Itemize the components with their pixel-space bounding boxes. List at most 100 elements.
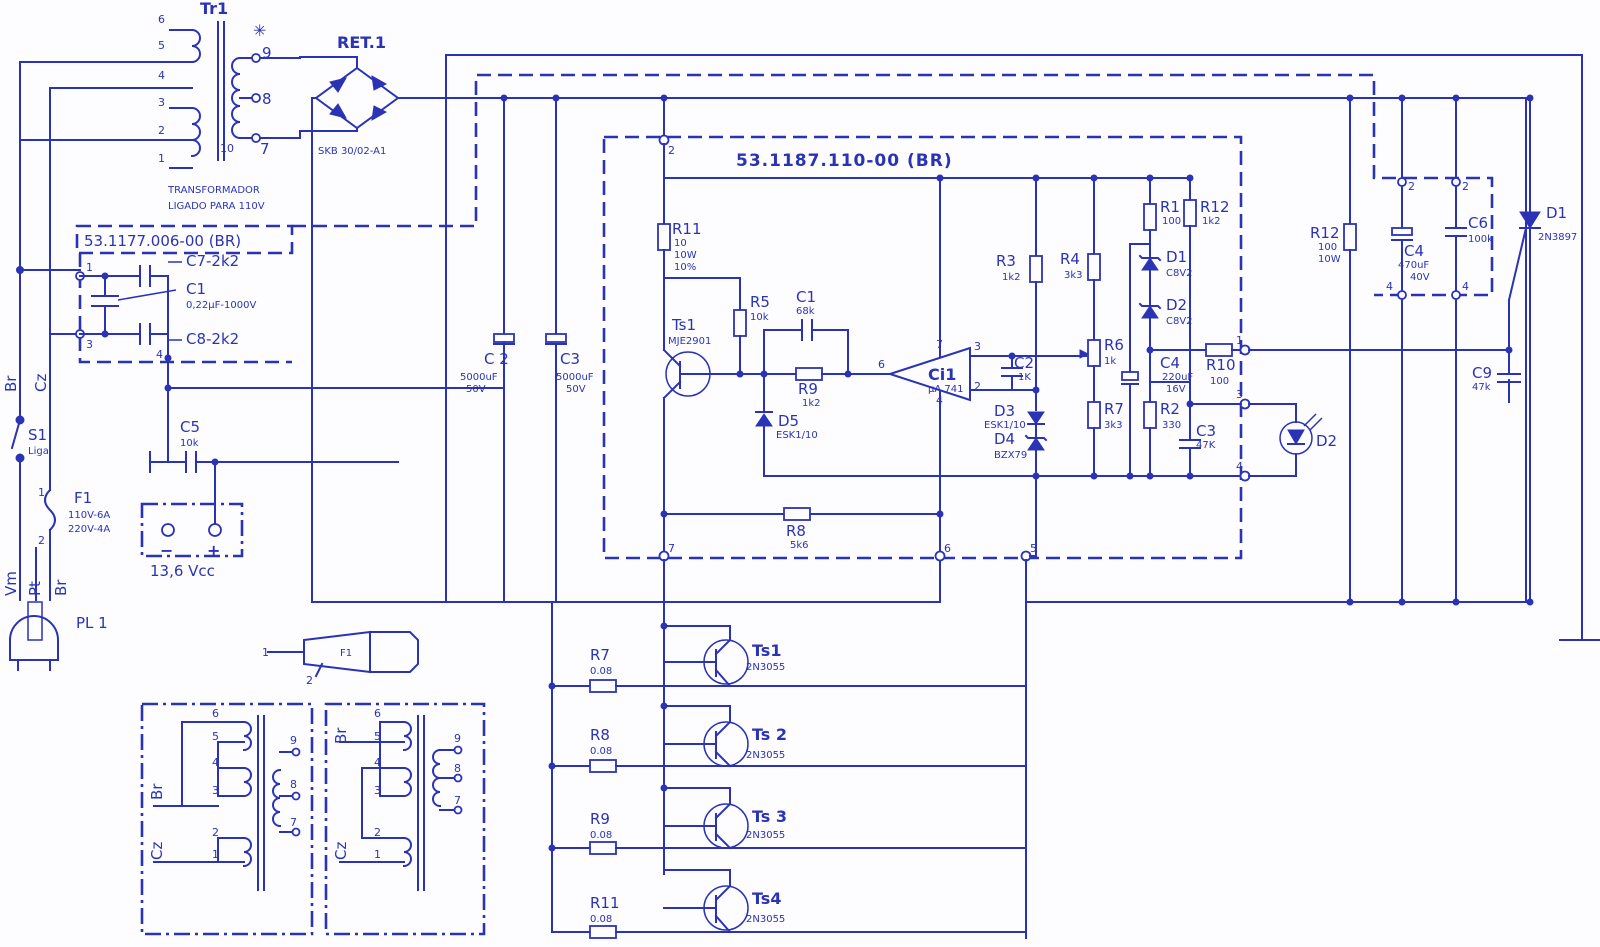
svg-text:3: 3 (158, 96, 165, 109)
svg-text:16V: 16V (1166, 384, 1186, 395)
svg-text:4: 4 (1236, 460, 1243, 473)
svg-text:1: 1 (86, 261, 93, 274)
svg-text:6: 6 (878, 358, 885, 371)
c5-value: 10k (180, 438, 199, 449)
svg-text:R8: R8 (590, 726, 610, 744)
svg-text:1: 1 (38, 486, 45, 499)
svg-text:ESK1/10: ESK1/10 (984, 420, 1026, 431)
output-terminals: C5 10k − + 13,6 Vcc (140, 387, 399, 580)
ci1-opamp (886, 346, 971, 402)
svg-text:1: 1 (158, 152, 165, 165)
svg-text:0.08: 0.08 (590, 830, 612, 841)
power-transistor-row: R7 0.08 Ts1 2N3055 (551, 638, 1027, 693)
svg-text:4: 4 (1386, 280, 1393, 293)
svg-text:C8V2: C8V2 (1166, 268, 1193, 279)
svg-text:−: − (160, 541, 173, 560)
svg-text:C 2: C 2 (484, 350, 509, 368)
svg-text:Ts 3: Ts 3 (752, 807, 787, 826)
svg-text:7: 7 (260, 140, 270, 158)
svg-text:C6: C6 (1468, 214, 1488, 232)
svg-text:Br: Br (52, 579, 70, 596)
svg-text:8: 8 (290, 778, 297, 791)
inset-220v-wiring: Br Cz 6 5 4 3 2 1 9 8 7 (324, 702, 486, 936)
svg-text:2: 2 (38, 534, 45, 547)
svg-text:0.08: 0.08 (590, 746, 612, 757)
svg-text:C4: C4 (1404, 242, 1424, 260)
svg-text:C2: C2 (1014, 354, 1034, 372)
svg-text:100: 100 (1162, 216, 1181, 227)
tr1-caption-1: TRANSFORMADOR (167, 185, 260, 196)
svg-text:2N3055: 2N3055 (746, 830, 785, 841)
power-transistor-row: R11 0.08 Ts4 2N3055 (551, 884, 1027, 939)
svg-text:Br: Br (332, 727, 350, 744)
switch-s1: S1 Liga (10, 415, 49, 463)
svg-text:4: 4 (212, 756, 219, 769)
inset-110v-wiring: Br Cz 6 5 4 3 2 1 9 8 7 (140, 702, 314, 936)
svg-text:2N3897: 2N3897 (1538, 232, 1577, 243)
svg-text:9: 9 (290, 734, 297, 747)
svg-text:47k: 47k (1472, 382, 1491, 393)
tr1-primary-pins: 6 5 4 3 2 1 (19, 13, 193, 169)
svg-text:10W: 10W (674, 250, 697, 261)
svg-text:4: 4 (156, 348, 163, 361)
svg-text:R10: R10 (1206, 356, 1236, 374)
svg-text:0.08: 0.08 (590, 666, 612, 677)
svg-text:3k3: 3k3 (1064, 270, 1083, 281)
svg-text:µA 741: µA 741 (928, 384, 963, 395)
filter-board-outline (78, 253, 292, 364)
svg-text:2: 2 (668, 144, 675, 157)
svg-text:R2: R2 (1160, 400, 1180, 418)
svg-text:C9: C9 (1472, 364, 1492, 382)
svg-text:5000uF: 5000uF (556, 372, 594, 383)
svg-text:Ts1: Ts1 (752, 641, 781, 660)
svg-text:47K: 47K (1196, 440, 1216, 451)
svg-text:F1: F1 (74, 489, 92, 507)
svg-text:2: 2 (1408, 180, 1415, 193)
svg-text:220V-4A: 220V-4A (68, 524, 110, 535)
svg-text:Ci1: Ci1 (928, 365, 956, 384)
tr1-marker-asterisk: ✳ (253, 21, 266, 40)
svg-text:C3: C3 (560, 350, 580, 368)
svg-text:100k: 100k (1468, 234, 1493, 245)
terminal-positive (208, 523, 222, 537)
svg-text:1k: 1k (1104, 356, 1116, 367)
svg-text:S1: S1 (28, 426, 47, 444)
svg-text:R8: R8 (786, 522, 806, 540)
svg-text:2N3055: 2N3055 (746, 914, 785, 925)
svg-text:1K: 1K (1018, 372, 1031, 383)
svg-text:Cz: Cz (148, 842, 166, 860)
svg-text:1k2: 1k2 (802, 398, 821, 409)
svg-text:100: 100 (1318, 242, 1337, 253)
svg-text:1: 1 (262, 646, 269, 659)
filter-network: 1 3 4 C7-2k2 C1 0,22µF-1000V C8-2k2 (75, 97, 505, 392)
svg-text:2: 2 (974, 380, 981, 393)
svg-text:2: 2 (1462, 180, 1469, 193)
terminal-negative (161, 523, 175, 537)
svg-text:6: 6 (212, 707, 219, 720)
svg-text:50V: 50V (466, 384, 486, 395)
svg-text:C1: C1 (796, 288, 816, 306)
filter-board-title: 53.1177.006-00 (BR) (84, 232, 241, 250)
svg-text:5: 5 (1030, 542, 1037, 555)
svg-text:D4: D4 (994, 430, 1015, 448)
mains-input: Br Cz S1 Liga 1 2 F1 110V-6A 220V-4A Vm … (2, 61, 110, 671)
sense-dashed-wire (292, 73, 1494, 297)
svg-text:C3: C3 (1196, 422, 1216, 440)
svg-text:100: 100 (1210, 376, 1229, 387)
svg-text:Cz: Cz (332, 842, 350, 860)
svg-text:R12: R12 (1200, 198, 1230, 216)
output-terminal-box (140, 502, 244, 558)
svg-text:D2: D2 (1316, 432, 1337, 450)
main-board-title: 53.1187.110-00 (BR) (736, 151, 953, 171)
transformer-tr1: Tr1 6 5 4 3 2 1 9 (19, 0, 272, 212)
svg-text:F1: F1 (340, 648, 352, 659)
tr1-label: Tr1 (200, 0, 228, 18)
main-capacitors: C 2 5000uF 50V C3 5000uF 50V (460, 94, 594, 603)
svg-text:3k3: 3k3 (1104, 420, 1123, 431)
svg-text:C7-2k2: C7-2k2 (186, 252, 239, 270)
svg-text:10k: 10k (750, 312, 769, 323)
svg-text:5k6: 5k6 (790, 540, 809, 551)
svg-text:5: 5 (212, 730, 219, 743)
svg-text:R11: R11 (672, 220, 702, 238)
svg-text:68k: 68k (796, 306, 815, 317)
